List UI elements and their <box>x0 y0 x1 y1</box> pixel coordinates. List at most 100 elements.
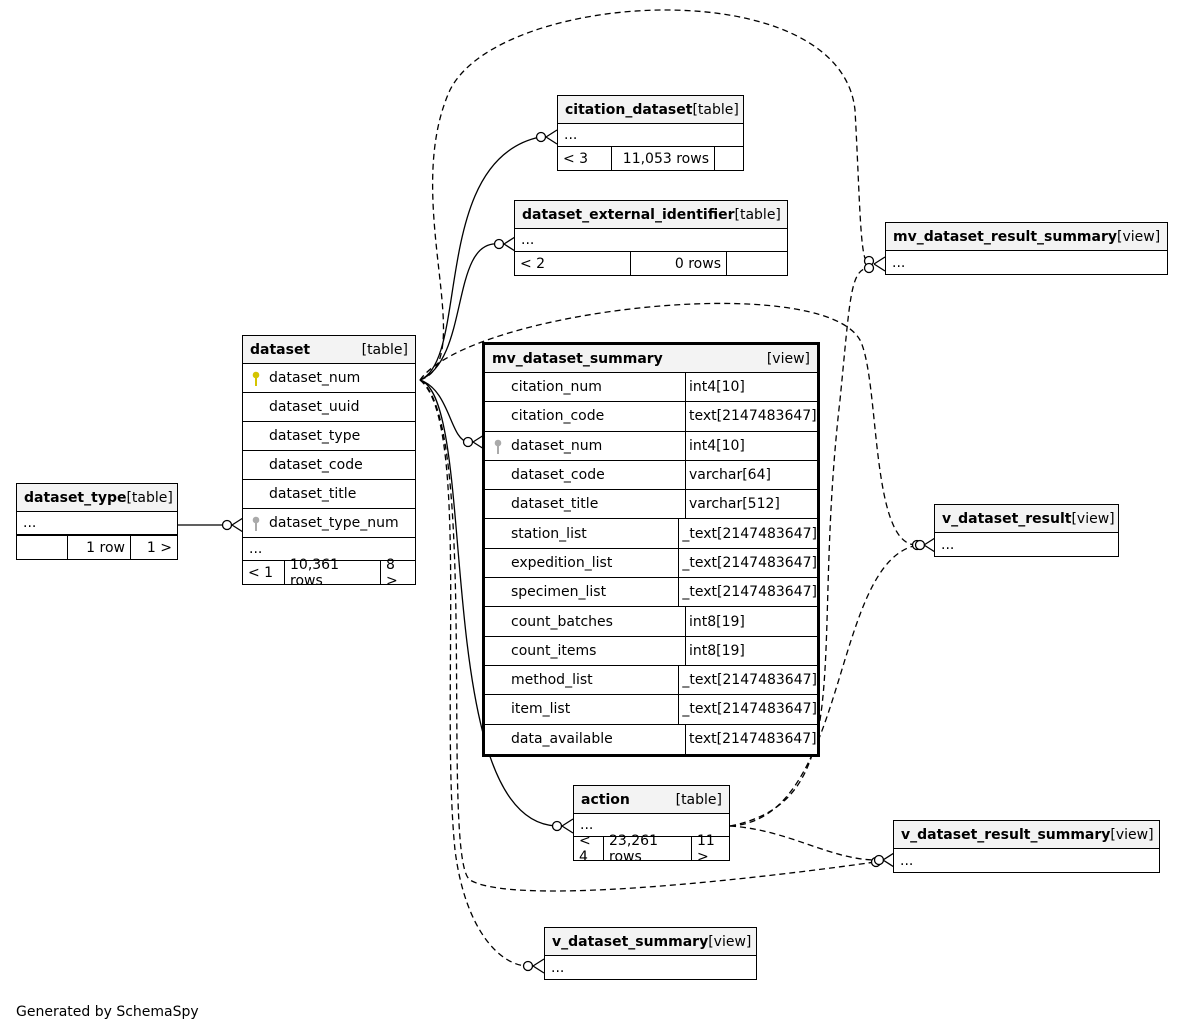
child-count: 1 > <box>146 539 172 556</box>
row-count: 1 row <box>68 536 131 559</box>
columns-ellipsis: ... <box>574 814 729 837</box>
column-row: dataset_type <box>243 422 415 451</box>
table-kind: [view] <box>766 350 810 367</box>
parent-count: < 2 <box>515 252 631 275</box>
column-name: dataset_title <box>485 490 686 519</box>
column-name: dataset_num <box>511 437 603 454</box>
table-kind: [table] <box>692 101 739 118</box>
column-row: expedition_list_text[2147483647] <box>485 548 817 579</box>
table-header: v_dataset_result_summary [view] <box>894 821 1159 849</box>
row-count: 0 rows <box>631 252 727 275</box>
column-name: method_list <box>485 665 680 695</box>
edge-action-mv-result-summary <box>729 267 869 827</box>
parent-count: < 3 <box>558 147 612 170</box>
table-name: mv_dataset_result_summary <box>893 228 1117 245</box>
table-header: dataset_type [table] <box>17 484 177 512</box>
table-name: v_dataset_result_summary <box>901 826 1111 843</box>
child-count <box>727 252 787 275</box>
table-name: mv_dataset_summary <box>492 350 663 367</box>
column-name: count_batches <box>485 607 686 636</box>
column-type: _text[2147483647] <box>682 554 817 571</box>
foreign-key-icon <box>252 516 260 531</box>
table-dataset[interactable]: dataset [table] dataset_num dataset_uuid… <box>242 335 416 589</box>
column-name: count_items <box>485 636 686 665</box>
column-name: data_available <box>485 724 686 754</box>
column-type: text[2147483647] <box>689 731 817 748</box>
row-count: 10,361 rows <box>285 557 381 589</box>
table-dataset-type[interactable]: dataset_type [table] ... 1 row 1 > <box>16 483 178 560</box>
child-count: 8 > <box>386 556 398 589</box>
edge-mv-dataset-result-summary <box>419 9 869 381</box>
edge-mv-dataset-summary <box>419 379 469 443</box>
view-v-dataset-result-summary[interactable]: v_dataset_result_summary [view] ... <box>893 820 1160 873</box>
column-row: item_list_text[2147483647] <box>485 695 817 725</box>
view-v-dataset-result[interactable]: v_dataset_result [view] ... <box>934 504 1119 557</box>
table-kind: [table] <box>126 489 173 506</box>
edge-citation-dataset <box>419 136 541 381</box>
column-row: method_list_text[2147483647] <box>485 665 817 696</box>
column-type: int4[10] <box>689 379 745 396</box>
columns-ellipsis: ... <box>551 959 565 976</box>
columns-ellipsis: ... <box>892 254 906 271</box>
parent-count: < 1 <box>243 561 285 584</box>
table-header: mv_dataset_summary [view] <box>485 345 817 373</box>
columns-ellipsis: ... <box>941 536 955 553</box>
column-name: specimen_list <box>485 578 680 607</box>
view-mv-dataset-result-summary[interactable]: mv_dataset_result_summary [view] ... <box>885 222 1168 275</box>
columns-ellipsis: ... <box>515 229 787 252</box>
column-row: dataset_code <box>243 451 415 480</box>
table-kind: [view] <box>708 933 752 950</box>
edge-dataset-external-identifier <box>419 243 499 381</box>
column-name: citation_code <box>485 402 686 431</box>
column-name: dataset_type <box>269 428 361 444</box>
column-name: dataset_code <box>269 457 363 473</box>
foreign-key-icon <box>494 439 502 454</box>
column-type: int8[19] <box>689 642 745 659</box>
edge-action-v-dataset-result <box>729 544 919 827</box>
column-row: dataset_title <box>243 480 415 509</box>
primary-key-icon <box>252 371 260 386</box>
table-citation-dataset[interactable]: citation_dataset [table] ... < 3 11,053 … <box>557 95 744 171</box>
column-row: station_list_text[2147483647] <box>485 519 817 549</box>
table-name: dataset_external_identifier <box>522 206 735 223</box>
table-name: v_dataset_summary <box>552 933 709 950</box>
table-dataset-external-identifier[interactable]: dataset_external_identifier [table] ... … <box>514 200 788 276</box>
column-type: text[2147483647] <box>689 408 817 425</box>
view-v-dataset-summary[interactable]: v_dataset_summary [view] ... <box>544 927 757 980</box>
column-name: citation_num <box>485 373 686 402</box>
column-name: station_list <box>485 519 680 548</box>
column-name: item_list <box>485 695 680 724</box>
child-count <box>715 147 743 170</box>
table-action[interactable]: action [table] ... < 4 23,261 rows 11 > <box>573 785 730 865</box>
columns-ellipsis: ... <box>900 852 914 869</box>
column-type: int4[10] <box>689 437 745 454</box>
table-name: v_dataset_result <box>942 510 1072 527</box>
edge-action-v-result-summary <box>729 825 878 861</box>
table-header: v_dataset_summary [view] <box>545 928 756 956</box>
table-kind: [table] <box>734 206 781 223</box>
column-type: varchar[64] <box>689 467 771 484</box>
table-kind: [table] <box>361 341 408 358</box>
column-row: dataset_num <box>243 364 415 393</box>
column-row: specimen_list_text[2147483647] <box>485 578 817 608</box>
table-header: v_dataset_result [view] <box>935 505 1118 533</box>
parent-count <box>17 536 68 559</box>
column-type: _text[2147483647] <box>682 672 817 689</box>
table-header: citation_dataset [table] <box>558 96 743 124</box>
parent-count: < 4 <box>574 833 604 865</box>
edge-v-dataset-summary <box>419 379 528 967</box>
table-name: dataset_type <box>24 489 127 506</box>
column-name: expedition_list <box>485 548 680 578</box>
column-name: dataset_type_num <box>269 515 399 531</box>
edge-v-dataset-result-summary <box>419 379 876 892</box>
edge-action <box>419 379 557 827</box>
table-kind: [view] <box>1071 510 1115 527</box>
